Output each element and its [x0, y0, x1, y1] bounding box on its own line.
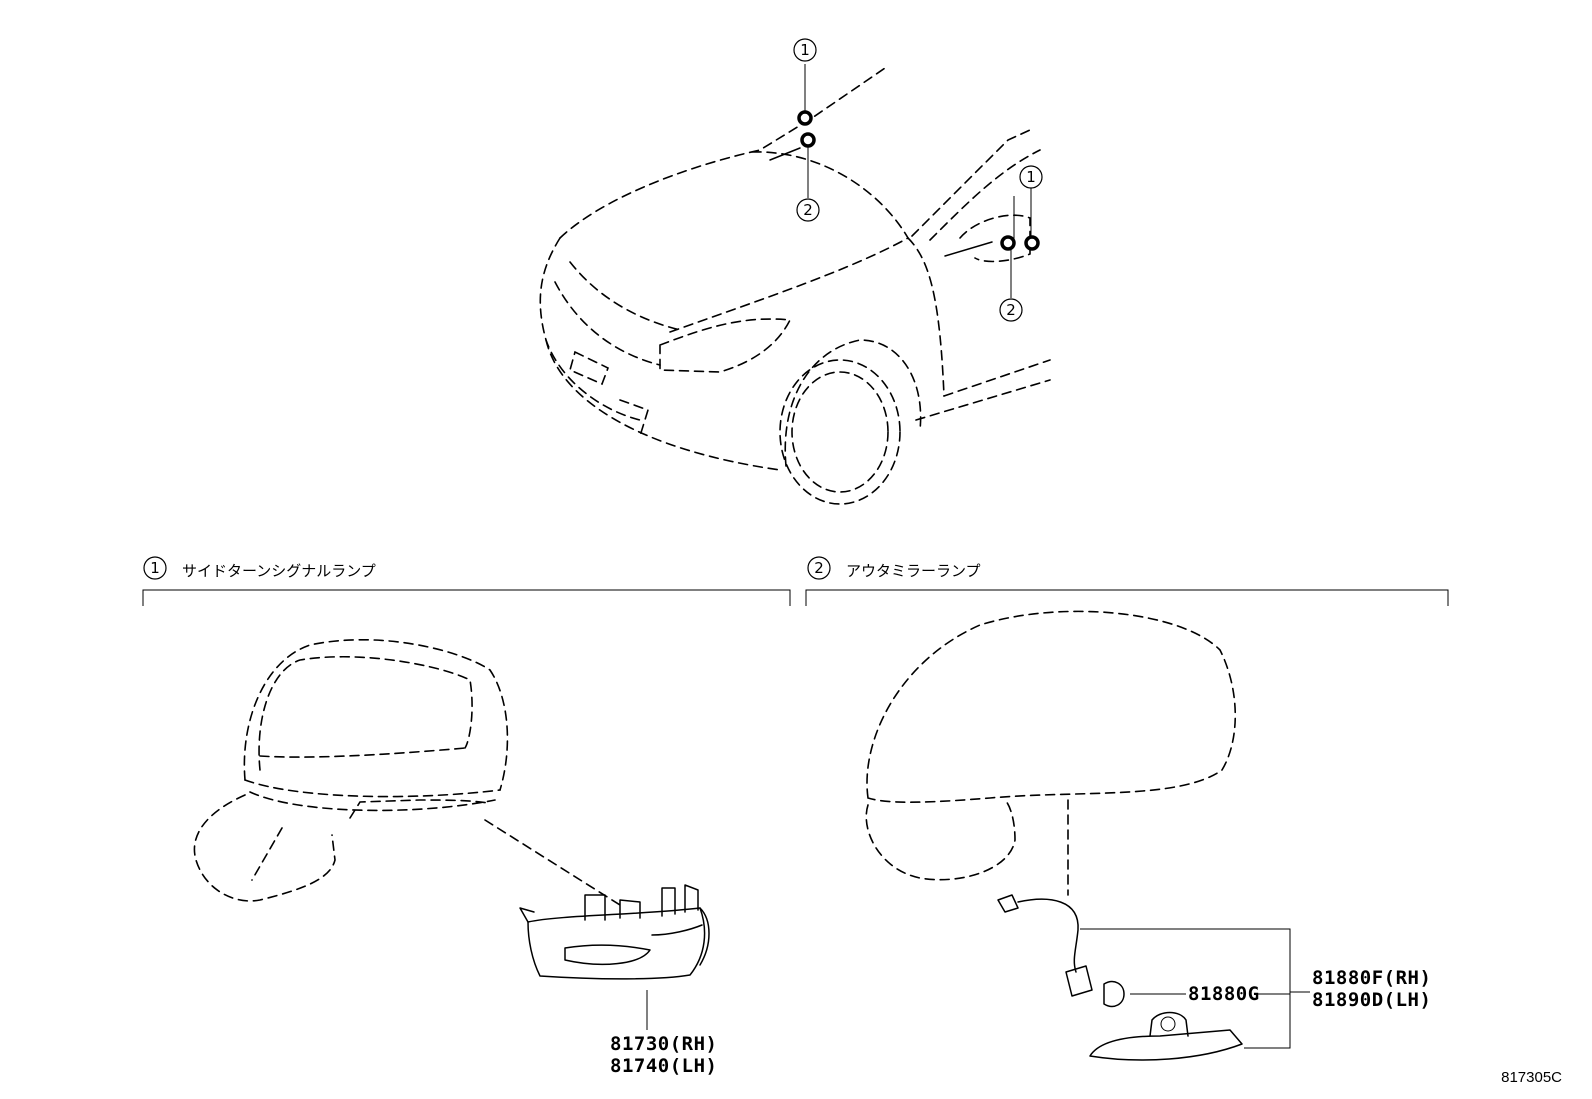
mirror-lamp-part — [997, 894, 1310, 1061]
section-2-title: アウタミラーランプ — [846, 562, 981, 580]
section-1-number: 1 — [150, 559, 160, 577]
callout-2-label: 2 — [803, 201, 813, 219]
callout-2-label: 2 — [1006, 301, 1016, 319]
section-1-title: サイドターンシグナルランプ — [182, 562, 376, 580]
mirror-lamp-marker — [1000, 235, 1016, 251]
callout-1-label: 1 — [1026, 168, 1036, 186]
callout-1-label: 1 — [800, 41, 810, 59]
part-number-mirror-lamp-lh: 81890D(LH) — [1312, 989, 1431, 1011]
section-2-header: 2 アウタミラーランプ — [805, 556, 1449, 606]
part-number-mirror-lamp-rh: 81880F(RH) — [1312, 967, 1431, 989]
left-mirror-illustration — [193, 639, 621, 906]
part-number-turn-signal-rh: 81730(RH) — [610, 1033, 717, 1055]
turn-signal-marker — [1024, 235, 1040, 251]
right-mirror-illustration — [865, 610, 1237, 896]
car-callouts: 1 2 1 2 — [793, 38, 1043, 322]
car-front-illustration — [539, 65, 1051, 505]
mirror-lamp-marker — [800, 132, 816, 148]
diagram-code: 817305C — [1501, 1069, 1562, 1086]
section-1-header: 1 サイドターンシグナルランプ — [142, 556, 791, 606]
section-2-number: 2 — [814, 559, 824, 577]
turn-signal-lamp-part — [519, 884, 710, 1030]
part-number-turn-signal-lh: 81740(LH) — [610, 1055, 717, 1077]
turn-signal-marker — [797, 110, 813, 126]
part-number-bulb: 81880G — [1188, 983, 1260, 1005]
